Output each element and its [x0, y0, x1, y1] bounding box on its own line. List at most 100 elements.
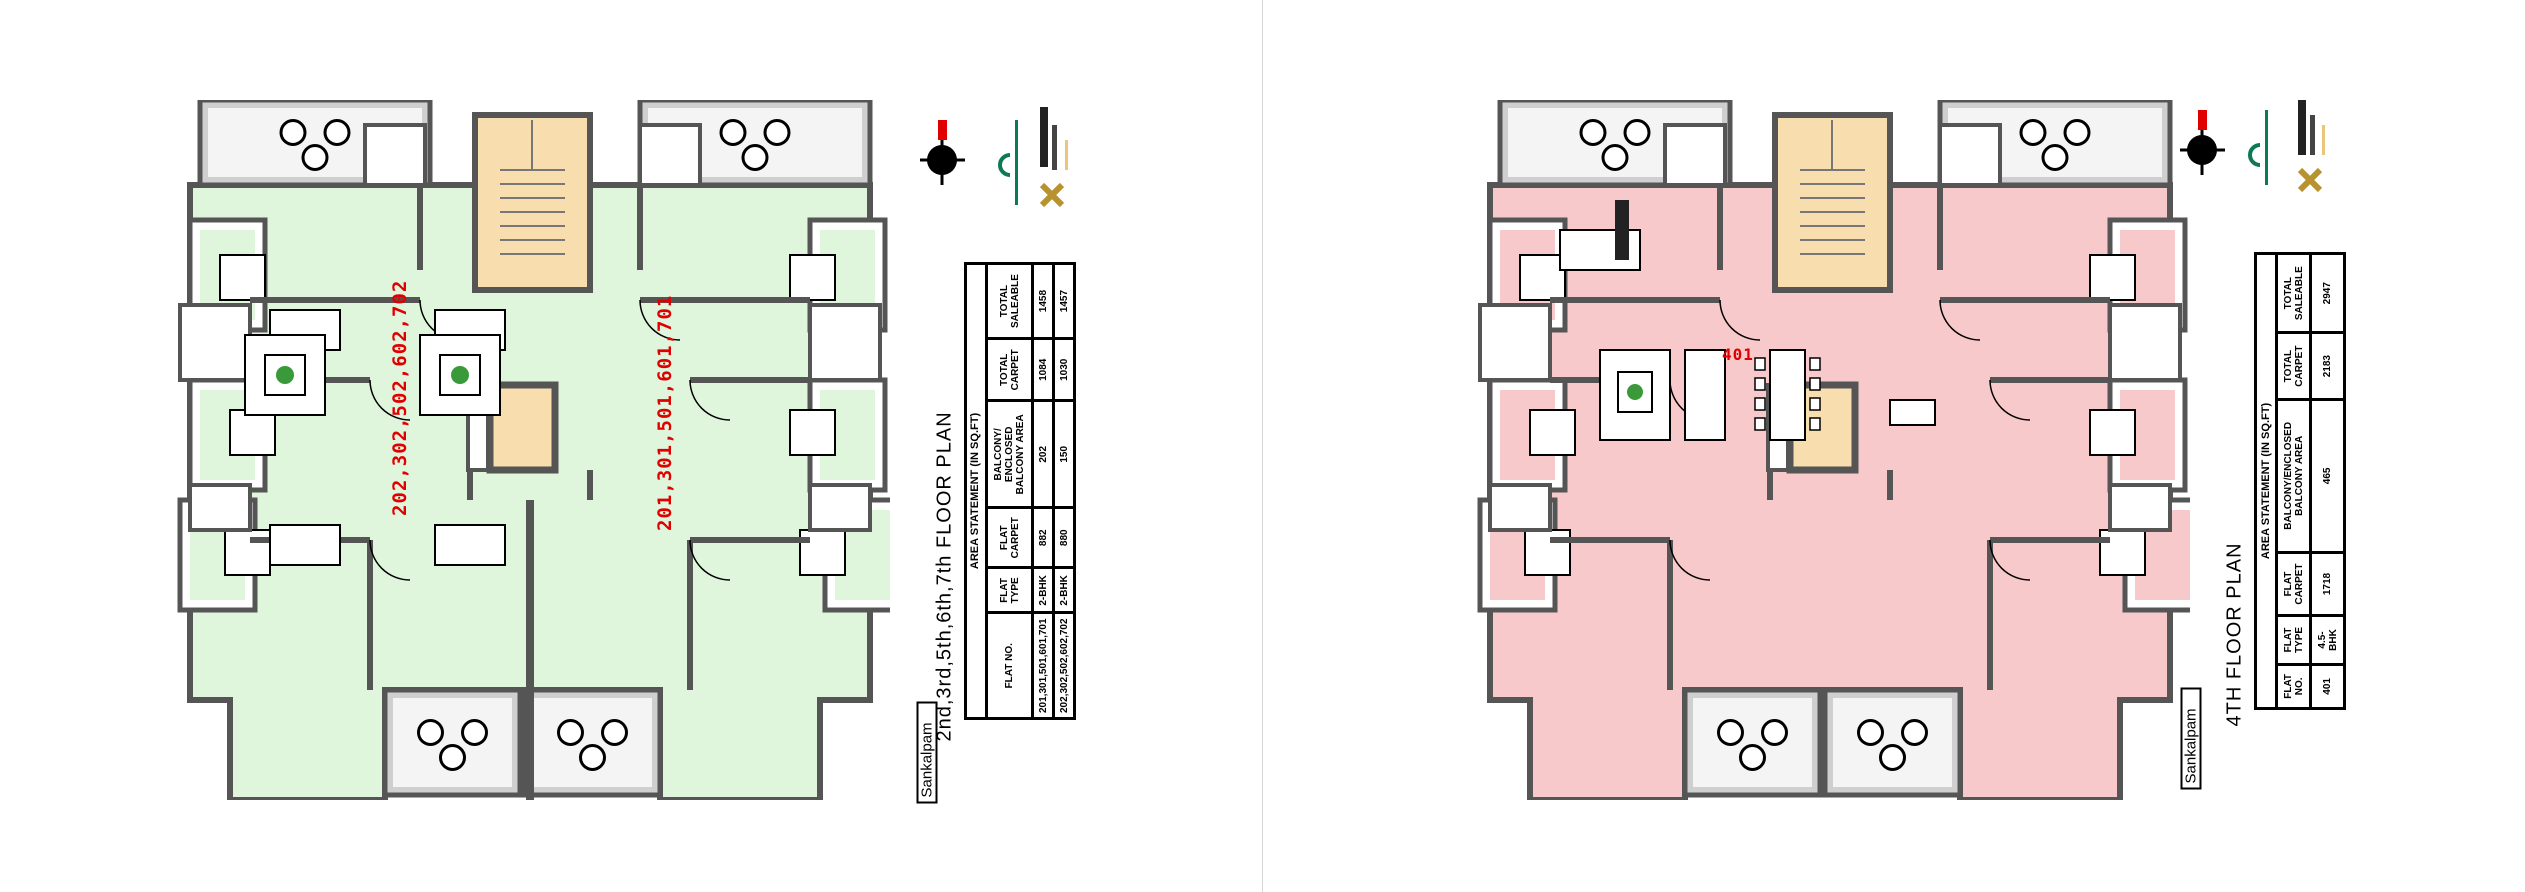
- header-cell: FLAT CARPET: [986, 507, 1033, 568]
- bed-icon: [1524, 529, 1571, 576]
- planter-icon: [1717, 719, 1744, 746]
- toilet: [808, 483, 872, 532]
- planter-icon: [719, 119, 747, 146]
- table-cell: 2183: [2310, 332, 2345, 400]
- door-swing: [639, 299, 681, 341]
- table-cell: 202: [1032, 400, 1054, 508]
- plant-icon: [1627, 384, 1643, 400]
- planter-icon: [557, 719, 584, 746]
- table-cell: 4.5-BHK: [2310, 615, 2345, 665]
- door-swing: [689, 539, 731, 581]
- header-cell: BALCONY/ENCLOSED BALCONY AREA: [2276, 399, 2311, 553]
- table-header-row: FLAT NO. FLAT TYPE FLAT CARPET BALCONY/E…: [2276, 253, 2311, 709]
- unit-label-401: 401: [1722, 345, 1754, 364]
- table-row: 202,302,502,602,702 2-BHK 880 150 1030 1…: [1053, 263, 1075, 719]
- north-compass-and-developer-logo: [2180, 100, 2325, 193]
- toilet: [1663, 123, 1727, 187]
- door-swing: [369, 539, 411, 581]
- sofa-icon: [269, 524, 341, 566]
- bed-icon: [219, 254, 266, 301]
- dining-table-icon: [1769, 349, 1806, 441]
- planter-icon: [2019, 119, 2047, 146]
- planter-icon: [1857, 719, 1884, 746]
- planter-icon: [601, 719, 628, 746]
- area-statement-caption: AREA STATEMENT (IN SQ.FT): [965, 263, 987, 719]
- brand-logo: Sankalpam: [2180, 687, 2202, 790]
- plant-icon: [451, 366, 469, 384]
- planter-icon: [279, 119, 307, 146]
- header-cell: FLAT TYPE: [986, 567, 1033, 613]
- bed-icon: [1529, 409, 1576, 456]
- balcony-floor: [393, 698, 512, 787]
- toilet: [2108, 303, 2182, 382]
- balcony-floor: [1833, 698, 1952, 787]
- brand-name: Sankalpam: [2182, 708, 2200, 784]
- table-cell: 2-BHK: [1053, 567, 1075, 613]
- compass-icon: [920, 120, 965, 185]
- table-cell: 202,302,502,602,702: [1053, 612, 1075, 719]
- developer-logo-icon: [998, 107, 1068, 208]
- toilet: [1938, 123, 2002, 187]
- planter-icon: [579, 744, 606, 771]
- toilet: [188, 483, 252, 532]
- header-cell: TOTAL SALEABLE: [986, 263, 1033, 339]
- planter-icon: [2063, 119, 2091, 146]
- planter-icon: [1879, 744, 1906, 771]
- chair-icon: [1754, 417, 1766, 431]
- planter-icon: [1739, 744, 1766, 771]
- header-cell: FLAT NO.: [986, 612, 1033, 719]
- planter-icon: [417, 719, 444, 746]
- door-swing: [1719, 299, 1761, 341]
- bed-icon: [789, 254, 836, 301]
- floor-plan-fourth: [1477, 100, 2190, 800]
- toilet: [178, 303, 252, 382]
- developer-logo-icon: [2248, 100, 2325, 193]
- planter-icon: [741, 144, 769, 171]
- table-cell: 1458: [1032, 263, 1054, 339]
- wardrobe: [1615, 200, 1629, 260]
- planter-icon: [1601, 144, 1629, 171]
- bed-icon: [2089, 254, 2136, 301]
- planter-icon: [461, 719, 488, 746]
- toilet: [1488, 483, 1552, 532]
- unit-label-left: 202,302,502,602,702: [389, 279, 411, 516]
- bed-icon: [1519, 254, 1566, 301]
- planter-icon: [2041, 144, 2069, 171]
- brand-logo: Sankalpam: [916, 701, 938, 804]
- area-statement-table: AREA STATEMENT (IN SQ.FT) FLAT NO. FLAT …: [964, 262, 1076, 720]
- header-cell: FLAT TYPE: [2276, 615, 2311, 665]
- chair-icon: [1754, 377, 1766, 391]
- chair-icon: [1754, 397, 1766, 411]
- bed-icon: [229, 409, 276, 456]
- header-cell: FLAT CARPET: [2276, 552, 2311, 616]
- table-row: 401 4.5-BHK 1718 465 2183 2947: [2310, 253, 2345, 709]
- table-row: 201,301,501,601,701 2-BHK 882 202 1084 1…: [1032, 263, 1054, 719]
- header-cell: TOTAL CARPET: [986, 338, 1033, 401]
- toilet: [1478, 303, 1552, 382]
- floor-plan-title: 2nd,3rd,5th,6th,7th FLOOR PLAN: [933, 411, 956, 742]
- chair-icon: [1809, 397, 1821, 411]
- chair-icon: [1809, 357, 1821, 371]
- counter: [1889, 399, 1936, 426]
- balcony-floor: [1693, 698, 1812, 787]
- planter-icon: [1579, 119, 1607, 146]
- table-cell: 882: [1032, 507, 1054, 568]
- table-cell: 401: [2310, 664, 2345, 709]
- toilet: [363, 123, 427, 187]
- header-cell: BALCONY/ ENCLOSED BALCONY AREA: [986, 400, 1033, 508]
- door-swing: [689, 379, 731, 421]
- chair-icon: [1809, 377, 1821, 391]
- north-compass-and-developer-logo: [920, 107, 1068, 208]
- toilet: [808, 303, 882, 382]
- plant-icon: [276, 366, 294, 384]
- door-swing: [1939, 299, 1981, 341]
- chair-icon: [1809, 417, 1821, 431]
- door-swing: [1989, 379, 2031, 421]
- brand-name: Sankalpam: [918, 722, 936, 798]
- table-cell: 201,301,501,601,701: [1032, 612, 1054, 719]
- floor-plan-typical: [177, 100, 890, 800]
- planter-icon: [301, 144, 329, 171]
- chair-icon: [1754, 357, 1766, 371]
- area-statement-caption: AREA STATEMENT (IN SQ.FT): [2255, 253, 2277, 709]
- unit-label-right: 201,301,501,601,701: [654, 294, 676, 531]
